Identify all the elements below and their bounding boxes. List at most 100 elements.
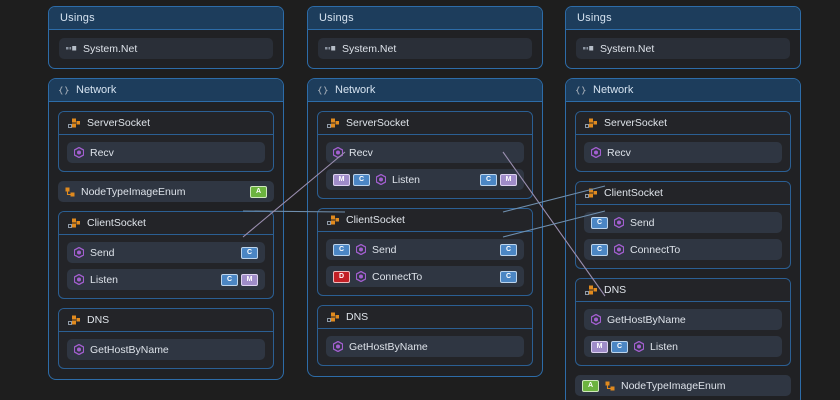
usings-body: System.Net bbox=[566, 30, 800, 68]
method-icon bbox=[356, 271, 366, 282]
badge-m[interactable]: M bbox=[333, 173, 350, 186]
type-title: DNS bbox=[346, 311, 369, 323]
member-label: Listen bbox=[650, 340, 679, 353]
method-icon bbox=[591, 147, 601, 158]
type-header[interactable]: ClientSocket bbox=[318, 209, 532, 232]
method-icon bbox=[634, 341, 644, 352]
badge-c[interactable]: C bbox=[611, 340, 628, 353]
badge-c[interactable]: C bbox=[591, 216, 608, 229]
type-header[interactable]: ServerSocket bbox=[59, 112, 273, 135]
usings-header[interactable]: Usings bbox=[566, 7, 800, 30]
member-label: Recv bbox=[90, 146, 114, 159]
class-icon bbox=[327, 118, 339, 129]
type-title: DNS bbox=[604, 284, 627, 296]
member-label: Send bbox=[630, 216, 655, 229]
member-row[interactable]: GetHostByName bbox=[584, 309, 782, 330]
member-row[interactable]: Recv bbox=[326, 142, 524, 163]
badges-left: A bbox=[582, 379, 599, 392]
badge-m[interactable]: M bbox=[500, 173, 517, 186]
member-label: System.Net bbox=[342, 42, 397, 55]
type-header[interactable]: DNS bbox=[59, 309, 273, 332]
type-header[interactable]: ServerSocket bbox=[318, 112, 532, 135]
member-row[interactable]: GetHostByName bbox=[67, 339, 265, 360]
usings-title: Usings bbox=[319, 12, 354, 24]
badge-c[interactable]: C bbox=[221, 273, 238, 286]
badge-c[interactable]: C bbox=[500, 270, 517, 283]
badge-c[interactable]: C bbox=[480, 173, 497, 186]
method-icon bbox=[614, 217, 624, 228]
member-label: System.Net bbox=[600, 42, 655, 55]
member-label: Listen bbox=[90, 273, 119, 286]
member-row[interactable]: System.Net bbox=[576, 38, 790, 59]
member-label: Recv bbox=[607, 146, 631, 159]
usings-header[interactable]: Usings bbox=[308, 7, 542, 30]
member-row[interactable]: Recv bbox=[584, 142, 782, 163]
class-icon bbox=[585, 285, 597, 296]
member-row[interactable]: Recv bbox=[67, 142, 265, 163]
method-icon bbox=[356, 244, 366, 255]
member-row[interactable]: C Send bbox=[584, 212, 782, 233]
type-title: ClientSocket bbox=[346, 214, 405, 226]
type-title: ServerSocket bbox=[87, 117, 151, 129]
type-header[interactable]: ClientSocket bbox=[59, 212, 273, 235]
member-row[interactable]: GetHostByName bbox=[326, 336, 524, 357]
badge-m[interactable]: M bbox=[241, 273, 258, 286]
enum-icon bbox=[605, 381, 615, 391]
type-header[interactable]: DNS bbox=[576, 279, 790, 302]
badge-a[interactable]: A bbox=[582, 379, 599, 392]
badge-c[interactable]: C bbox=[353, 173, 370, 186]
using-icon bbox=[583, 44, 594, 53]
member-row[interactable]: System.Net bbox=[318, 38, 532, 59]
class-icon bbox=[68, 118, 80, 129]
member-label: GetHostByName bbox=[90, 343, 169, 356]
type-title: ServerSocket bbox=[604, 117, 668, 129]
type-title: ClientSocket bbox=[604, 187, 663, 199]
badge-m[interactable]: M bbox=[591, 340, 608, 353]
type-header[interactable]: ServerSocket bbox=[576, 112, 790, 135]
namespace-header[interactable]: Network bbox=[566, 79, 800, 102]
badge-a[interactable]: A bbox=[250, 185, 267, 198]
namespace-header[interactable]: Network bbox=[308, 79, 542, 102]
namespace-header[interactable]: Network bbox=[49, 79, 283, 102]
badge-c[interactable]: C bbox=[500, 243, 517, 256]
badge-c[interactable]: C bbox=[333, 243, 350, 256]
badge-d[interactable]: D bbox=[333, 270, 350, 283]
method-icon bbox=[333, 341, 343, 352]
badge-c[interactable]: C bbox=[591, 243, 608, 256]
type-members: GetHostByName bbox=[318, 329, 532, 365]
type-header[interactable]: DNS bbox=[318, 306, 532, 329]
class-icon bbox=[68, 315, 80, 326]
usings-header[interactable]: Usings bbox=[49, 7, 283, 30]
member-row[interactable]: System.Net bbox=[59, 38, 273, 59]
type-header[interactable]: ClientSocket bbox=[576, 182, 790, 205]
namespace-title: Network bbox=[593, 84, 634, 96]
badges-left: D bbox=[333, 270, 350, 283]
class-icon bbox=[327, 215, 339, 226]
badge-c[interactable]: C bbox=[241, 246, 258, 259]
usings-body: System.Net bbox=[308, 30, 542, 68]
usings-body: System.Net bbox=[49, 30, 283, 68]
